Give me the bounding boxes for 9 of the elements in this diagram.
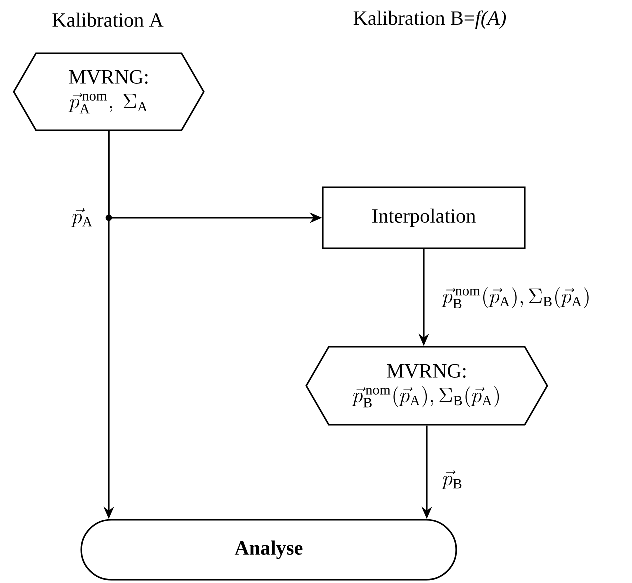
edge-label: $\vec{p}_{\mathrm{A}}$ <box>71 208 92 228</box>
terminal-box: Analyse <box>80 519 458 581</box>
edge-label: $\vec{p}_{\mathrm{B}}$ <box>442 470 462 490</box>
hexagon-box: MVRNG: $\vec{p}_{\mathrm{B}}^{\,\mathrm{nom}}(\vec{p}_{\mathrm{A}}),\Sigma_{\mathrm{B}}(\vec{p}_{\mathrm{A}})$ <box>306 346 548 426</box>
column-heading: Kalibration B=f(A) <box>354 10 506 30</box>
process-box: Interpolation <box>322 186 526 250</box>
edge-label: $\vec{p}_{\mathrm{B}}^{\,\mathrm{nom}}(\vec{p}_{\mathrm{A}}),\Sigma_{\mathrm{B}}(\vec{p}_{\mathrm{A}})$ <box>442 287 589 309</box>
column-heading: Kalibration A <box>52 12 164 28</box>
hexagon-box: MVRNG: $\vec{p}_{\mathrm{A}}^{\,\mathrm{nom}},\ \Sigma_{\mathrm{A}}$ <box>13 52 205 132</box>
